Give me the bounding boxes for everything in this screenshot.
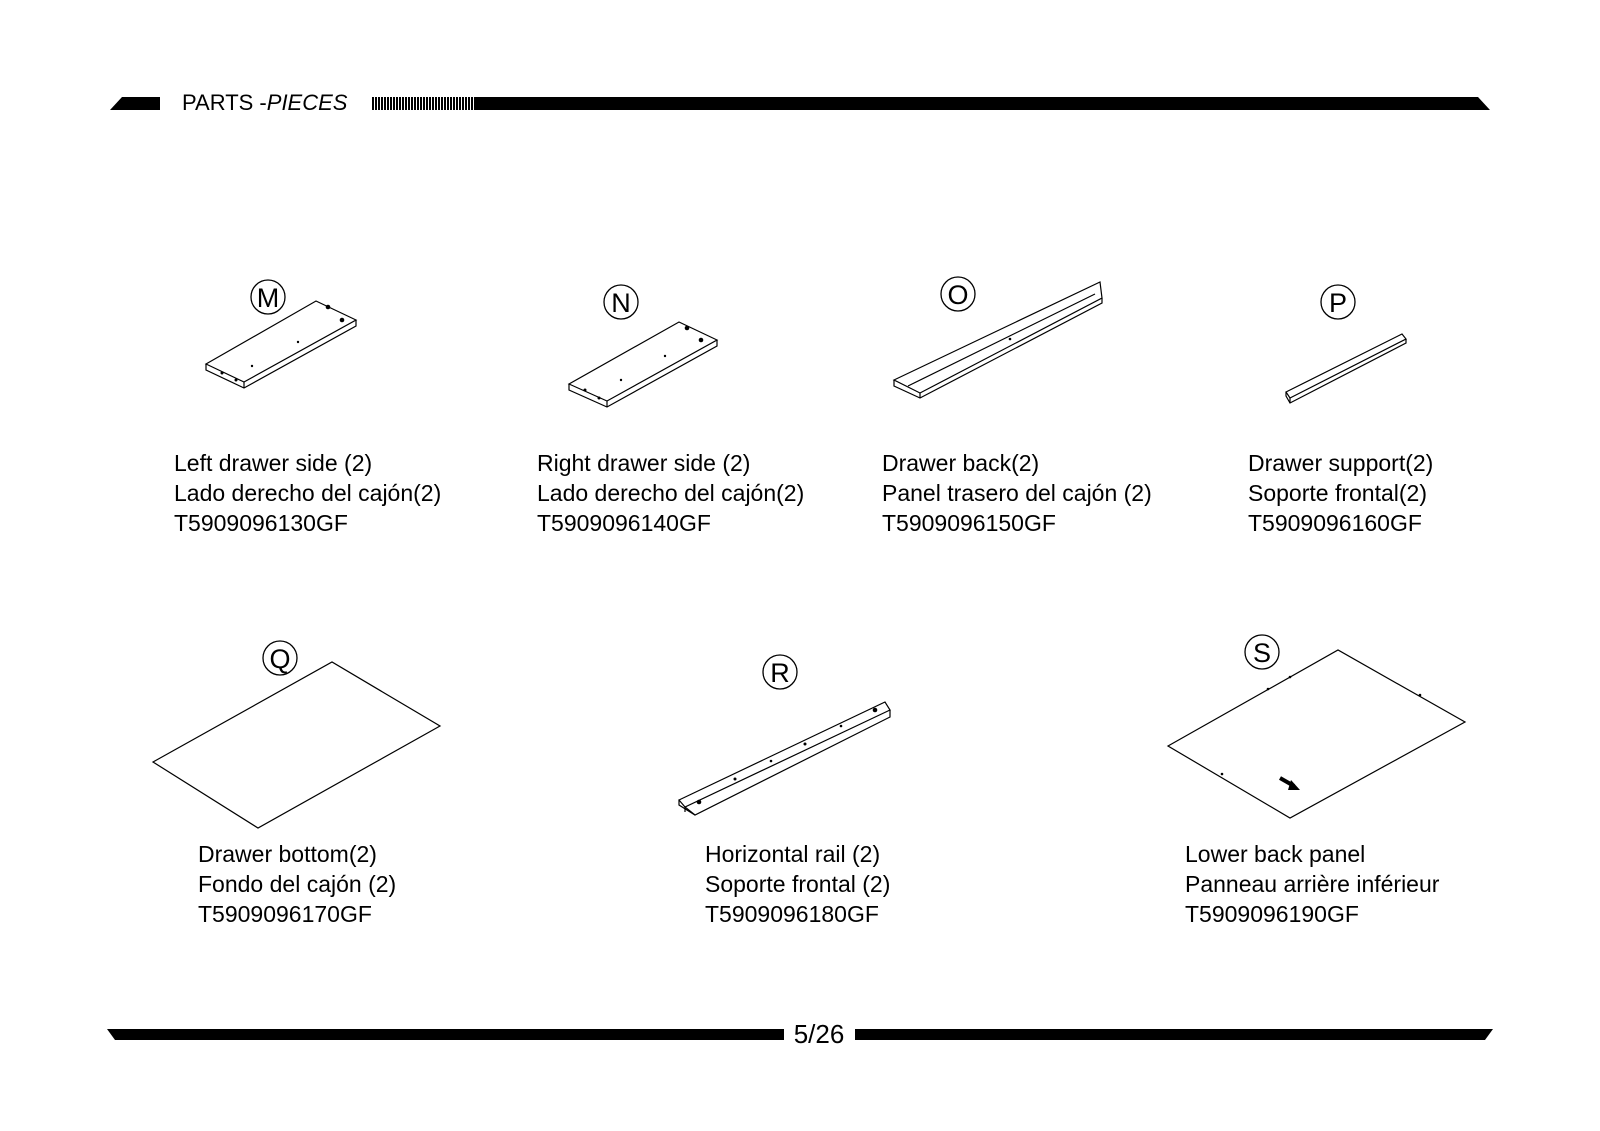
part-r-label-circle	[762, 654, 798, 690]
part-n-name-en: Right drawer side (2)	[537, 450, 751, 476]
part-o-caption: Drawer back(2) Panel trasero del cajón (…	[882, 448, 1152, 538]
part-m-label-circle	[250, 279, 286, 315]
part-o-name-en: Drawer back(2)	[882, 450, 1040, 476]
footer-bar-left	[107, 1029, 784, 1040]
part-s-code: T5909096190GF	[1185, 901, 1359, 927]
part-p-name-es: Soporte frontal(2)	[1248, 480, 1427, 506]
part-r-name-en: Horizontal rail (2)	[705, 841, 881, 867]
part-n-name-es: Lado derecho del cajón(2)	[537, 480, 805, 506]
part-m-code: T5909096130GF	[174, 510, 348, 536]
part-n-label-circle	[603, 284, 639, 320]
part-q-illustration: Q	[150, 640, 450, 830]
part-s-illustration: S	[1160, 630, 1480, 830]
section-title: PARTS -PIECES	[182, 91, 347, 115]
part-s-name-es: Panneau arrière inférieur	[1185, 871, 1440, 897]
part-r-code: T5909096180GF	[705, 901, 879, 927]
part-q-name-es: Fondo del cajón (2)	[198, 871, 397, 897]
header-bar-left	[110, 97, 160, 110]
part-n-letter: N	[611, 288, 631, 318]
part-m-name-es: Lado derecho del cajón(2)	[174, 480, 442, 506]
part-q-letter: Q	[269, 644, 290, 674]
part-r-name-es: Soporte frontal (2)	[705, 871, 891, 897]
part-o-code: T5909096150GF	[882, 510, 1056, 536]
section-title-italic: PIECES	[266, 90, 348, 115]
part-q-label-circle	[262, 640, 298, 676]
footer-bar-right	[855, 1029, 1493, 1040]
part-s-caption: Lower back panel Panneau arrière inférie…	[1185, 839, 1439, 929]
part-s-name-en: Lower back panel	[1185, 841, 1366, 867]
page-number: 5/26	[793, 1019, 845, 1049]
part-m-illustration: M	[200, 278, 360, 390]
part-p-label-circle	[1320, 284, 1356, 320]
part-r-illustration: R	[675, 652, 895, 822]
part-s-label-circle	[1244, 634, 1280, 670]
part-q-code: T5909096170GF	[198, 901, 372, 927]
part-o-illustration: O	[890, 276, 1110, 416]
part-n-caption: Right drawer side (2) Lado derecho del c…	[537, 448, 804, 538]
header-bar-dotted	[372, 97, 478, 110]
part-p-code: T5909096160GF	[1248, 510, 1422, 536]
part-o-name-es: Panel trasero del cajón (2)	[882, 480, 1152, 506]
part-p-name-en: Drawer support(2)	[1248, 450, 1434, 476]
part-n-code: T5909096140GF	[537, 510, 711, 536]
header-bar-right	[476, 97, 1490, 110]
part-r-letter: R	[770, 658, 790, 688]
part-m-letter: M	[257, 283, 280, 313]
section-title-prefix: PARTS -	[182, 90, 267, 115]
part-p-illustration: P	[1280, 282, 1420, 412]
part-o-label-circle	[940, 276, 976, 312]
part-m-caption: Left drawer side (2) Lado derecho del ca…	[174, 448, 441, 538]
part-r-caption: Horizontal rail (2) Soporte frontal (2) …	[705, 839, 890, 929]
part-p-letter: P	[1329, 288, 1347, 318]
arrow-icon	[1279, 776, 1300, 790]
part-m-name-en: Left drawer side (2)	[174, 450, 373, 476]
part-q-caption: Drawer bottom(2) Fondo del cajón (2) T59…	[198, 839, 396, 929]
part-p-caption: Drawer support(2) Soporte frontal(2) T59…	[1248, 448, 1433, 538]
part-n-illustration: N	[565, 282, 725, 412]
part-o-letter: O	[947, 280, 968, 310]
part-q-name-en: Drawer bottom(2)	[198, 841, 377, 867]
part-s-letter: S	[1253, 638, 1271, 668]
